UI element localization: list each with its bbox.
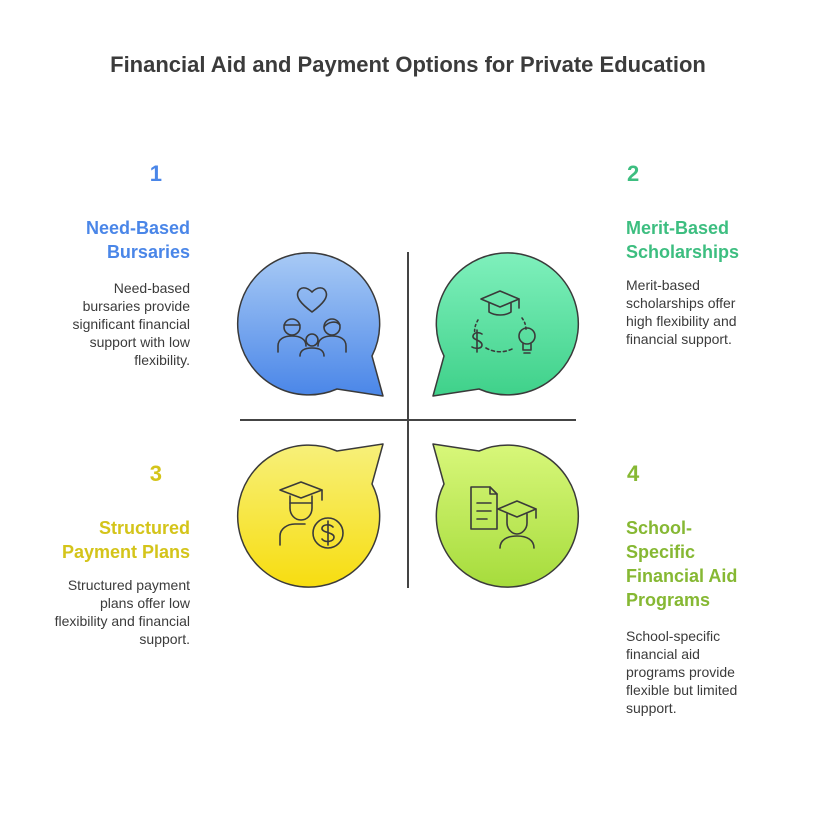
family-heart-icon [277, 287, 347, 357]
graduate-money-idea-cycle-icon [471, 290, 536, 354]
item-2-heading: Merit-Based Scholarships [626, 218, 740, 262]
item-2-description: Merit-based scholarships offer high flex… [626, 277, 737, 347]
item-4-heading: School-Specific Financial Aid Programs [626, 518, 738, 610]
item-3-heading: Structured Payment Plans [61, 518, 190, 562]
item-1-description: Need-based bursaries provide significant… [72, 280, 190, 368]
item-3-number: 3 [149, 461, 162, 486]
bubble-school-specific [432, 443, 580, 588]
item-4-number: 4 [627, 461, 640, 486]
bubble-need-based [236, 252, 384, 397]
graduate-dollar-icon [279, 481, 344, 549]
item-1-number: 1 [149, 161, 162, 186]
item-3-description: Structured payment plans offer low flexi… [54, 577, 190, 647]
item-4-description: School-specific financial aid programs p… [626, 628, 738, 716]
item-1-heading: Need-Based Bursaries [85, 218, 190, 262]
document-graduate-icon [470, 486, 537, 549]
item-2-number: 2 [627, 161, 640, 186]
page-title: Financial Aid and Payment Options for Pr… [110, 52, 706, 77]
bubble-merit-based [432, 252, 580, 397]
